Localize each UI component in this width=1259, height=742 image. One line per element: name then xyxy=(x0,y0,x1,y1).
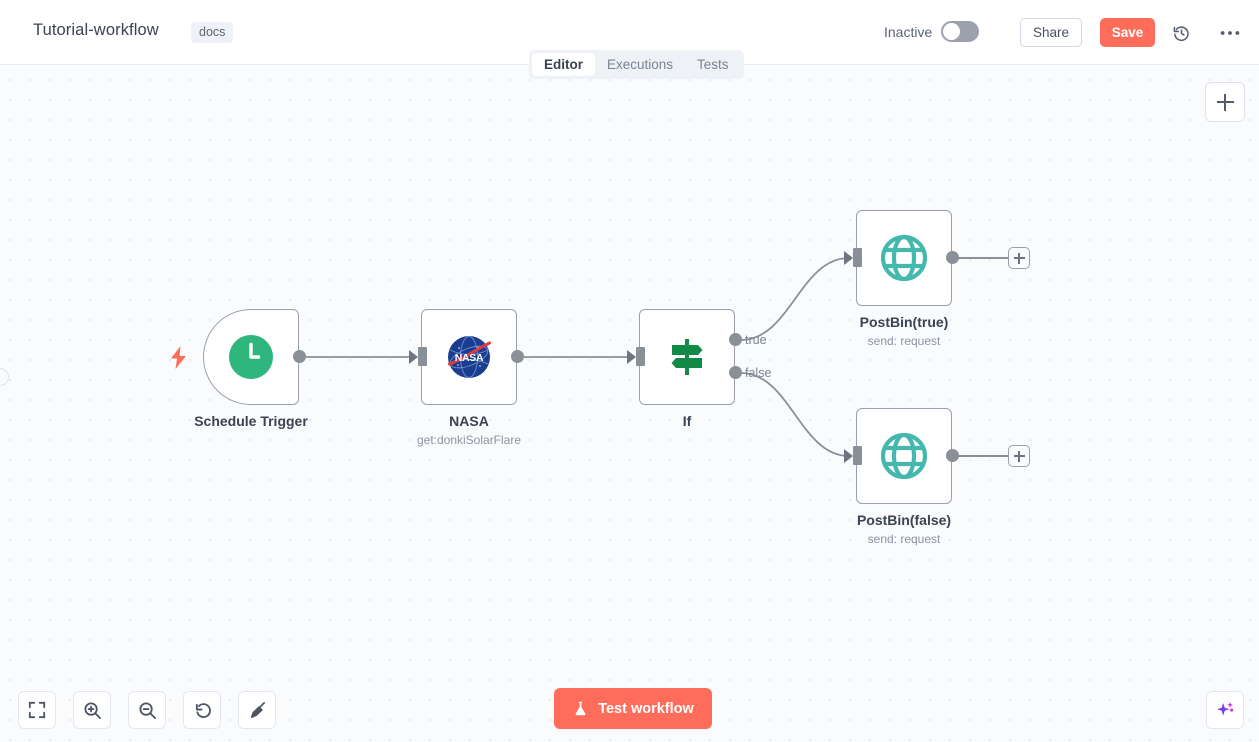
editor-tabs: Editor Executions Tests xyxy=(529,50,744,79)
ai-assistant-button[interactable] xyxy=(1206,691,1244,729)
activate-workflow-toggle[interactable] xyxy=(941,21,980,42)
node-postbin-true[interactable]: PostBin(true) send: request xyxy=(844,210,1030,348)
output-port[interactable] xyxy=(946,251,959,264)
globe-icon xyxy=(881,433,927,479)
node-schedule-trigger[interactable]: Schedule Trigger xyxy=(194,309,308,429)
history-clock-icon[interactable] xyxy=(1167,19,1195,47)
signpost-icon xyxy=(671,339,703,375)
node-label: PostBin(true) xyxy=(859,314,949,330)
test-workflow-label: Test workflow xyxy=(598,700,694,717)
node-label: Schedule Trigger xyxy=(194,413,308,429)
sparkle-icon xyxy=(1215,700,1236,721)
node-nasa-box[interactable]: NASA xyxy=(421,309,517,405)
node-postbin-true-box[interactable] xyxy=(856,210,952,306)
node-nasa[interactable]: NASA NASA get:donkiSolarFlare xyxy=(409,309,524,447)
tab-editor[interactable]: Editor xyxy=(532,53,595,76)
input-port[interactable] xyxy=(418,347,427,366)
node-label: PostBin(false) xyxy=(856,512,952,528)
add-node-after-postbin-false-button[interactable] xyxy=(1008,445,1030,467)
node-if-box[interactable] xyxy=(639,309,735,405)
output-port[interactable] xyxy=(946,449,959,462)
activation-control: Inactive xyxy=(884,21,980,42)
node-if[interactable]: true false If xyxy=(627,309,771,429)
test-workflow-button[interactable]: Test workflow xyxy=(554,688,712,729)
page-title[interactable]: Tutorial-workflow xyxy=(33,21,159,39)
docs-tag[interactable]: docs xyxy=(191,22,234,43)
output-port[interactable] xyxy=(511,350,524,363)
input-arrow xyxy=(409,350,418,364)
svg-text:NASA: NASA xyxy=(455,352,484,364)
input-arrow xyxy=(627,350,636,364)
node-postbin-false-box[interactable] xyxy=(856,408,952,504)
input-port[interactable] xyxy=(636,347,645,366)
output-stub xyxy=(958,455,1010,457)
sidebar-collapse-handle[interactable] xyxy=(0,368,9,386)
add-node-button[interactable] xyxy=(1205,82,1245,122)
node-subtitle: send: request xyxy=(867,334,941,348)
node-schedule-trigger-box[interactable] xyxy=(203,309,299,405)
trigger-lightning-icon xyxy=(170,346,187,369)
input-arrow xyxy=(844,449,853,463)
node-subtitle: send: request xyxy=(867,532,941,546)
share-button[interactable]: Share xyxy=(1020,18,1082,47)
canvas-toolbar xyxy=(18,691,276,729)
ellipsis-icon[interactable] xyxy=(1216,19,1244,47)
clock-icon xyxy=(229,335,273,379)
flask-icon xyxy=(572,700,589,717)
input-arrow xyxy=(844,251,853,265)
node-label: If xyxy=(682,413,692,429)
input-port[interactable] xyxy=(853,248,862,267)
node-subtitle: get:donkiSolarFlare xyxy=(416,433,522,447)
output-stub xyxy=(958,257,1010,259)
output-port[interactable] xyxy=(293,350,306,363)
output-port-false[interactable] xyxy=(729,366,742,379)
nasa-logo-icon: NASA xyxy=(447,336,491,378)
node-label: NASA xyxy=(449,413,489,429)
toggle-knob xyxy=(943,23,961,40)
broom-icon[interactable] xyxy=(238,691,276,729)
output-label-true: true xyxy=(745,333,767,347)
fit-screen-icon[interactable] xyxy=(18,691,56,729)
input-port[interactable] xyxy=(853,446,862,465)
add-node-after-postbin-true-button[interactable] xyxy=(1008,247,1030,269)
tab-tests[interactable]: Tests xyxy=(697,57,729,72)
active-state-label: Inactive xyxy=(884,23,933,40)
globe-icon xyxy=(881,235,927,281)
node-postbin-false[interactable]: PostBin(false) send: request xyxy=(844,408,1030,546)
tab-executions[interactable]: Executions xyxy=(607,57,674,72)
zoom-out-icon[interactable] xyxy=(128,691,166,729)
zoom-in-icon[interactable] xyxy=(73,691,111,729)
connection-lines xyxy=(306,257,850,457)
workflow-canvas[interactable]: Schedule Trigger xyxy=(0,65,1259,742)
undo-arrow-icon[interactable] xyxy=(183,691,221,729)
output-port-true[interactable] xyxy=(729,333,742,346)
save-button[interactable]: Save xyxy=(1100,18,1155,47)
output-label-false: false xyxy=(745,366,772,380)
